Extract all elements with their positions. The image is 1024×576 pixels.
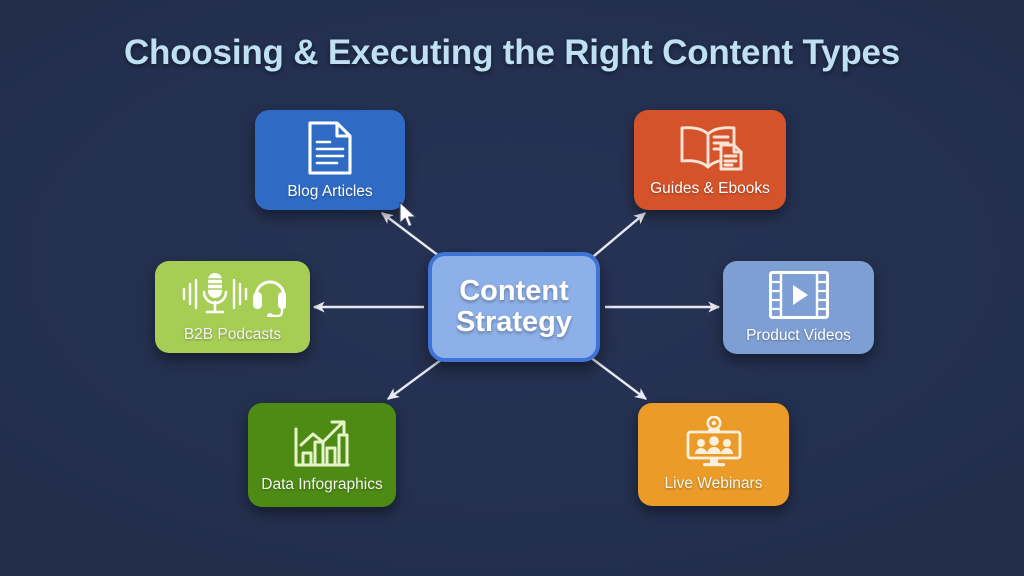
open-book-icon — [676, 123, 744, 173]
node-label: B2B Podcasts — [183, 325, 282, 343]
node-label: Blog Articles — [287, 182, 373, 200]
node-product-videos[interactable]: Product Videos — [723, 261, 874, 354]
microphone-headset-icon — [180, 271, 287, 319]
edge-center-to-webinars — [585, 353, 647, 400]
node-webinar-monitor-icon-node[interactable]: Live Webinars — [638, 403, 789, 506]
webinar-monitor-icon — [685, 415, 743, 468]
edge-center-to-guides — [587, 212, 646, 262]
node-guides-ebooks[interactable]: Guides & Ebooks — [634, 110, 786, 210]
document-icon — [305, 120, 355, 176]
edge-center-to-infographics — [386, 353, 450, 400]
center-label-line2: Strategy — [455, 306, 573, 338]
film-play-icon — [768, 270, 830, 320]
node-label: Data Infographics — [261, 475, 383, 493]
bar-chart-arrow-icon — [293, 417, 351, 469]
center-label-line1: Content — [459, 274, 569, 307]
node-content-strategy[interactable]: Content Strategy — [428, 252, 600, 362]
node-label: Guides & Ebooks — [650, 179, 770, 197]
node-label: Live Webinars — [664, 475, 763, 492]
node-blog-articles[interactable]: Blog Articles — [255, 110, 405, 210]
node-b2b-podcasts[interactable]: B2B Podcasts — [155, 261, 310, 353]
node-data-infographics[interactable]: Data Infographics — [248, 403, 396, 507]
page-title: Choosing & Executing the Right Content T… — [123, 33, 901, 72]
node-label: Product Videos — [746, 327, 851, 344]
